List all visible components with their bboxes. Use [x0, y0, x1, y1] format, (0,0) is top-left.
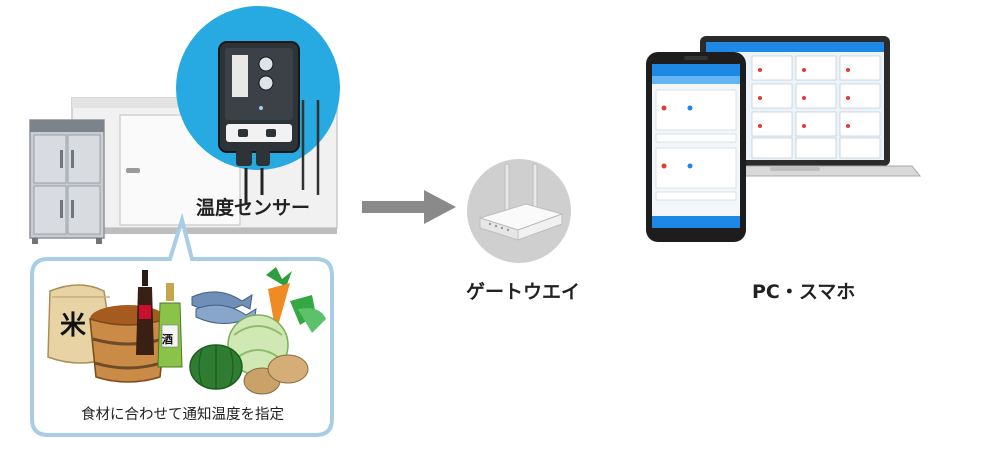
rice-bag-label: 米 [60, 311, 87, 341]
devices-illustration [640, 30, 940, 249]
soy-sauce-bottle-icon [136, 270, 154, 355]
pc-phone-label: PC・スマホ [752, 281, 856, 303]
gateway-router-icon [466, 158, 572, 268]
sensor-label: 温度センサー [196, 197, 311, 219]
fish-icon [191, 291, 257, 324]
storage-equipment-illustration [0, 0, 360, 260]
sake-bottle-label: 酒 [162, 333, 173, 346]
gateway-label: ゲートウエイ [466, 281, 581, 303]
potato-icon [243, 354, 309, 395]
vegetables-icon [266, 267, 326, 333]
arrow-right-icon [362, 190, 462, 228]
bubble-caption: 食材に合わせて通知温度を指定 [81, 407, 284, 423]
refrigerator-icon [29, 119, 105, 244]
temperature-sensor-device [176, 6, 340, 205]
smartphone-icon [646, 52, 746, 242]
pumpkin-icon [189, 344, 243, 390]
miso-barrel-icon [89, 305, 167, 383]
food-speech-bubble: 米 酒 食材に合わせて通知温度を指定 [20, 205, 340, 440]
sake-bottle-icon [157, 283, 183, 368]
